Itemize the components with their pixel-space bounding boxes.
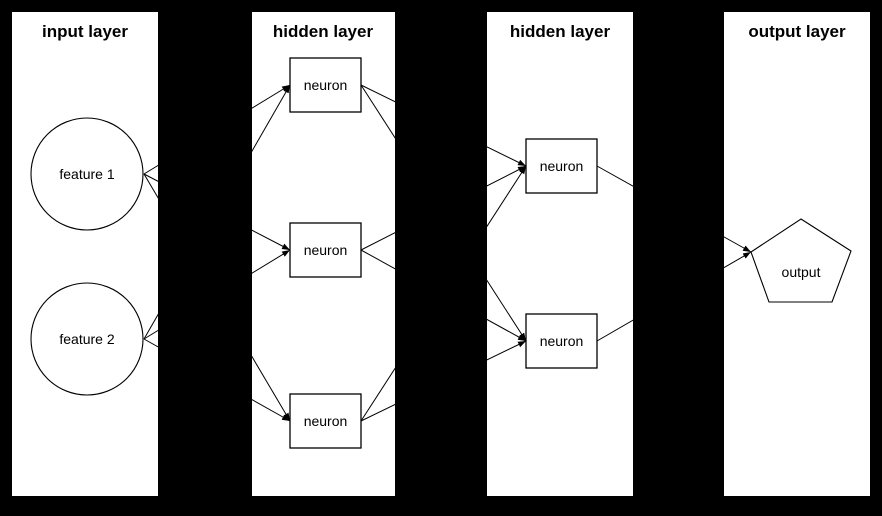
node-shape-neuron-2-1	[525, 138, 598, 194]
node-shape-neuron-1-2	[289, 222, 362, 278]
edge-neuron-1-2-to-neuron-2-1	[360, 165, 527, 251]
node-shape-feature-2	[30, 282, 144, 396]
node-label-neuron-2-1: neuron	[540, 158, 584, 174]
layer-panel-input-layer	[12, 12, 158, 496]
edge-feature-2-to-neuron-1-3	[143, 338, 291, 422]
node-shape-output	[750, 218, 852, 303]
node-label-neuron-1-1: neuron	[304, 77, 348, 93]
layer-title-input-layer: input layer	[42, 22, 128, 41]
edge-neuron-1-2-to-neuron-2-2	[360, 249, 527, 342]
edge-neuron-1-3-to-neuron-2-2	[360, 340, 527, 422]
node-shape-feature-1	[30, 117, 144, 231]
edge-feature-2-to-neuron-1-1	[143, 84, 291, 340]
node-shape-neuron-2-2	[525, 313, 598, 369]
edge-feature-2-to-neuron-1-2	[143, 249, 291, 340]
edge-feature-1-to-neuron-1-1	[143, 84, 291, 175]
edge-neuron-1-1-to-neuron-2-2	[360, 84, 527, 342]
layer-title-output-layer: output layer	[748, 22, 846, 41]
edge-feature-1-to-neuron-1-3	[143, 173, 291, 422]
layer-panel-hidden-layer-2	[487, 12, 633, 496]
node-shape-neuron-1-1	[289, 57, 362, 113]
edge-neuron-1-1-to-neuron-2-1	[360, 84, 527, 167]
node-shape-neuron-1-3	[289, 393, 362, 449]
layer-title-hidden-layer-1: hidden layer	[273, 22, 374, 41]
edge-neuron-2-1-to-output	[596, 165, 752, 253]
layer-title-hidden-layer-2: hidden layer	[510, 22, 611, 41]
node-label-neuron-1-2: neuron	[304, 242, 348, 258]
node-label-output: output	[782, 264, 821, 280]
node-label-feature-2: feature 2	[59, 331, 114, 347]
edge-neuron-2-2-to-output	[596, 251, 752, 342]
node-label-neuron-1-3: neuron	[304, 413, 348, 429]
node-label-neuron-2-2: neuron	[540, 333, 584, 349]
edge-neuron-1-3-to-neuron-2-1	[360, 165, 527, 422]
node-label-feature-1: feature 1	[59, 166, 114, 182]
